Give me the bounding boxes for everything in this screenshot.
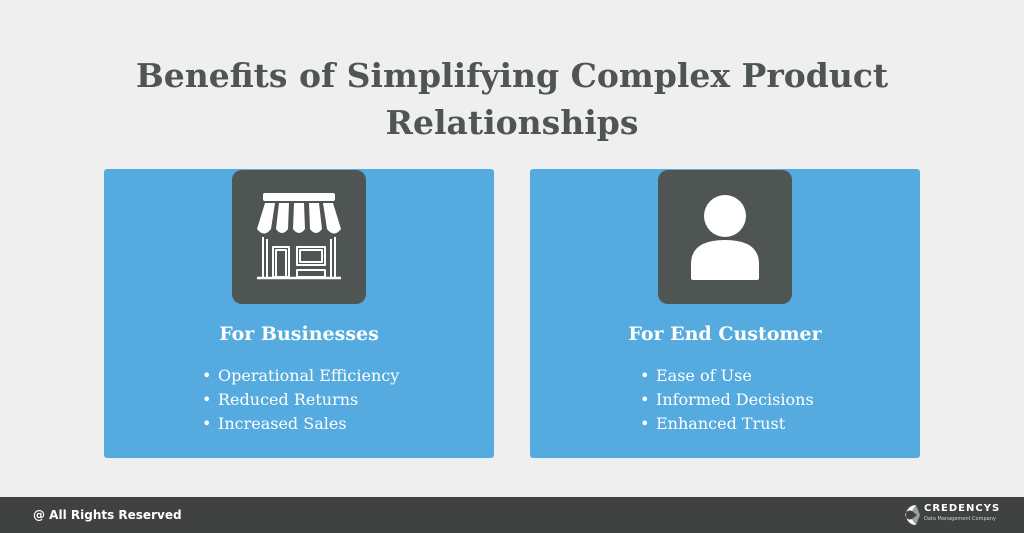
card-heading: For End Customer [628,323,822,345]
storefront-icon-tile [232,170,366,304]
list-item: Informed Decisions [640,388,814,412]
card-for-businesses: For Businesses Operational Efficiency Re… [104,169,494,458]
card-heading: For Businesses [219,323,379,345]
page-title-line-2: Relationships [385,103,639,142]
brand-logo: CREDENCYS Data Management Company [902,502,1001,528]
list-item: Reduced Returns [202,388,399,412]
list-item: Increased Sales [202,412,399,436]
brand-tagline: Data Management Company [924,516,996,522]
footer-bar: @ All Rights Reserved CREDENCYS Data Man… [0,497,1024,533]
list-item: Ease of Use [640,364,814,388]
copyright-text: @ All Rights Reserved [33,508,182,522]
user-icon-tile [658,170,792,304]
list-item: Operational Efficiency [202,364,399,388]
page-title: Benefits of Simplifying Complex Product … [0,52,1024,146]
storefront-icon [257,193,341,280]
card-for-end-customer: For End Customer Ease of Use Informed De… [530,169,920,458]
user-icon [691,195,759,280]
page-title-line-1: Benefits of Simplifying Complex Product [135,56,889,95]
brand-mark-icon [905,505,920,525]
benefit-list: Operational Efficiency Reduced Returns I… [202,364,399,436]
list-item: Enhanced Trust [640,412,814,436]
brand-name: CREDENCYS [924,503,1001,514]
benefit-list: Ease of Use Informed Decisions Enhanced … [640,364,814,436]
